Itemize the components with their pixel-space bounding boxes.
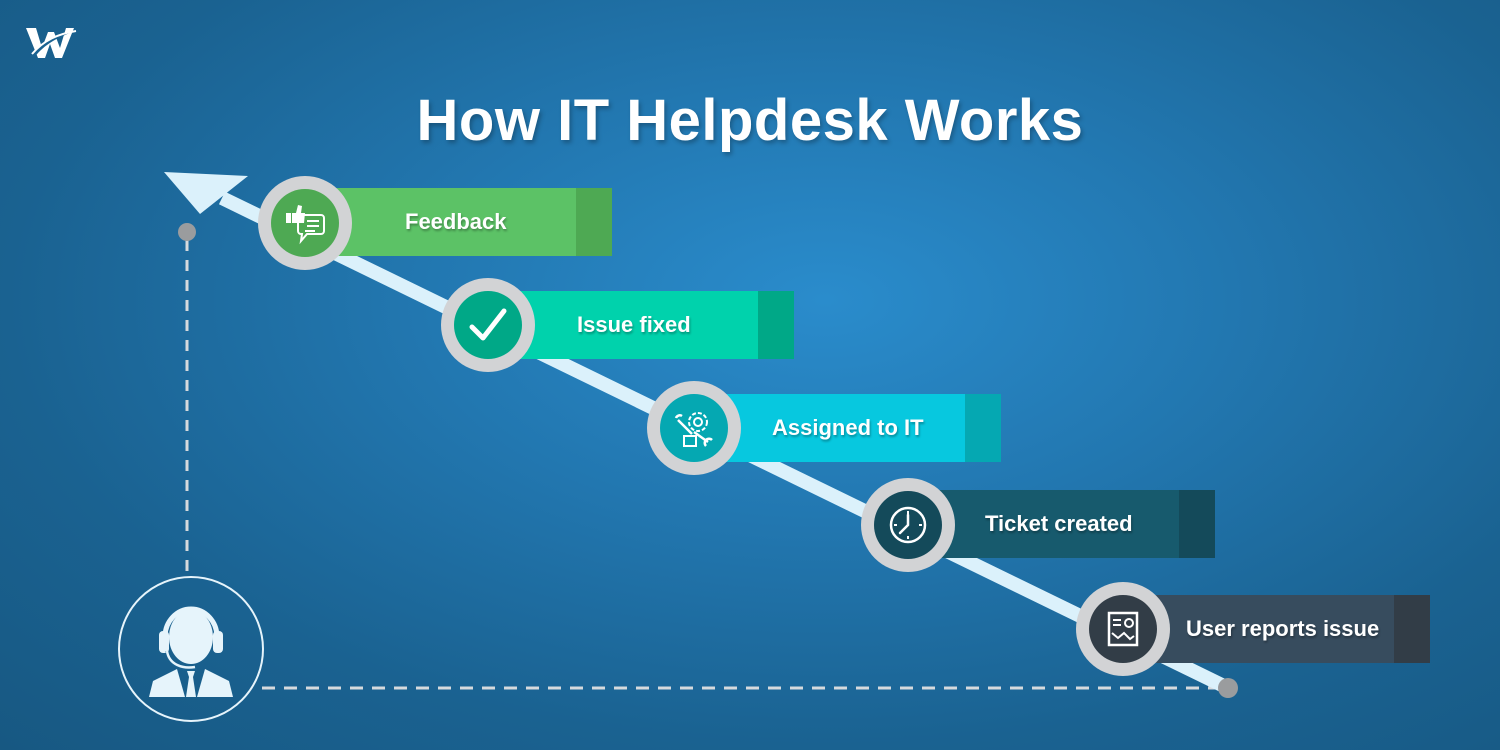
step-bar: Issue fixed	[484, 291, 794, 359]
gear-wrench-hand-icon	[674, 412, 713, 447]
step-label: User reports issue	[1186, 616, 1380, 641]
step-label: Issue fixed	[577, 312, 691, 337]
step-label: Feedback	[405, 209, 507, 234]
step-icon-ring	[441, 278, 535, 372]
step-label: Assigned to IT	[772, 415, 924, 440]
thumbs-up-chat-icon	[286, 205, 325, 245]
support-agent-headset-icon	[149, 606, 233, 697]
step-icon-ring	[861, 478, 955, 572]
step-label: Ticket created	[985, 511, 1133, 536]
step-tab	[1394, 595, 1430, 663]
step-tab	[1179, 490, 1215, 558]
clock-icon	[889, 506, 927, 544]
step-tab	[965, 394, 1001, 462]
support-agent	[118, 576, 264, 722]
step-bar: User reports issue	[1118, 595, 1430, 663]
w-brand-logo-icon	[26, 28, 78, 58]
step-bar: Feedback	[300, 188, 612, 256]
report-document-icon	[1107, 611, 1139, 647]
step-tab	[758, 291, 794, 359]
step-tab	[576, 188, 612, 256]
page-title: How IT Helpdesk Works	[416, 87, 1084, 153]
step-icon-ring	[258, 176, 352, 270]
step-bar: Ticket created	[903, 490, 1215, 558]
arrow-head-icon	[164, 172, 248, 214]
step-bar: Assigned to IT	[690, 394, 1001, 462]
step-icon-ring	[1076, 582, 1170, 676]
step-icon-ring	[647, 381, 741, 475]
end-dot	[1218, 678, 1238, 698]
checkmark-icon	[469, 308, 507, 341]
start-dot	[178, 223, 196, 241]
